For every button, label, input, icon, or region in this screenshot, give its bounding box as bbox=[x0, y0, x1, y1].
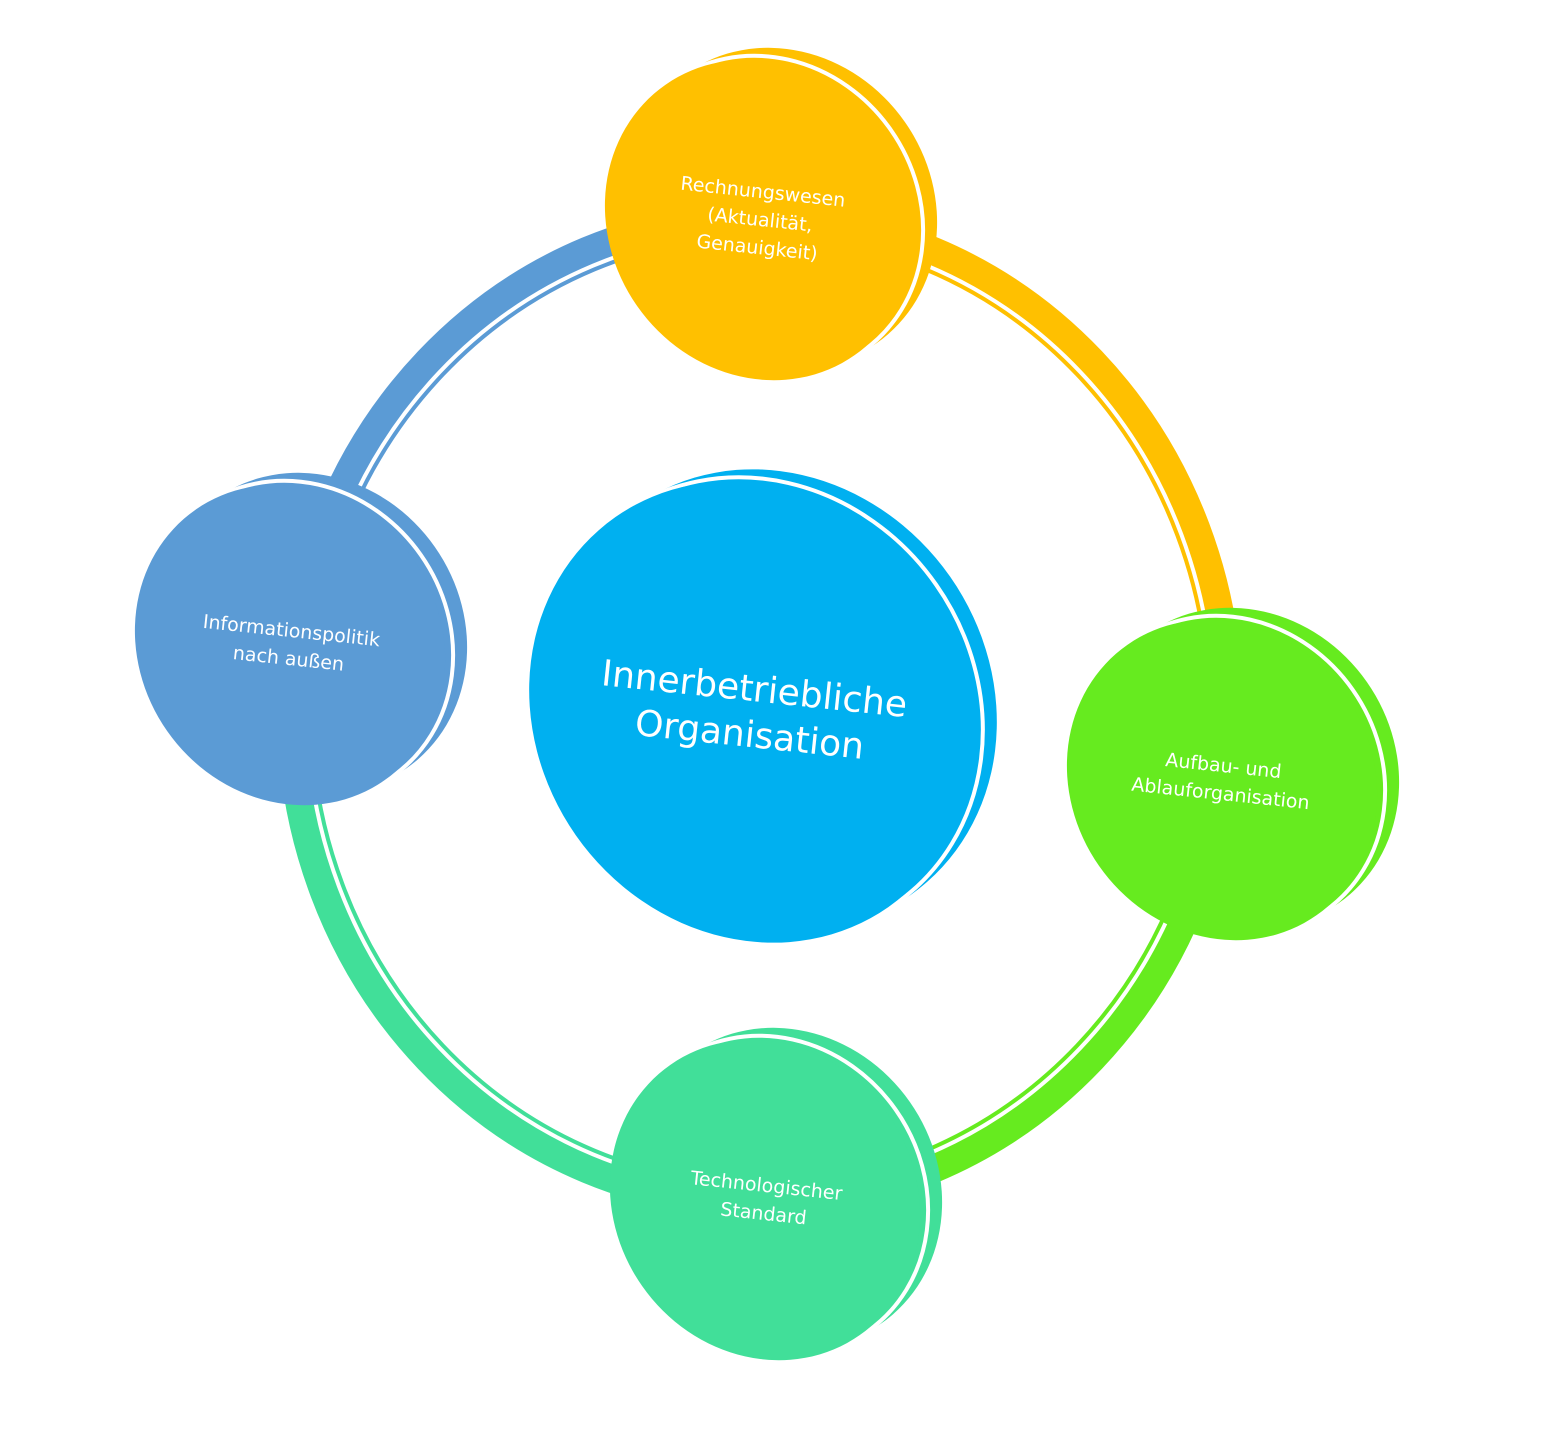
node-disc bbox=[1066, 619, 1378, 941]
node-top: Rechnungswesen(Aktualität,Genauigkeit) bbox=[604, 47, 938, 381]
node-disc bbox=[609, 1039, 921, 1361]
node-disc bbox=[529, 481, 975, 943]
node-disc bbox=[604, 59, 916, 381]
node-disc bbox=[134, 484, 446, 806]
